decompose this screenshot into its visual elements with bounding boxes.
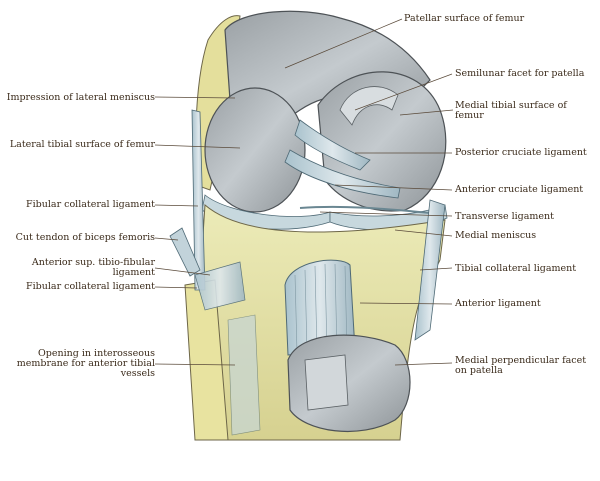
label-medial-tibial-surface-line2: femur [455, 110, 484, 121]
label-opening-interosseous-line3: vessels [120, 368, 155, 379]
label-impression-lateral-meniscus: Impression of lateral meniscus [6, 92, 155, 103]
label-medial-perp-facet-line2: on patella [455, 365, 503, 376]
label-posterior-cruciate: Posterior cruciate ligament [455, 147, 587, 158]
leader-lines [154, 18, 454, 366]
label-anterior-sup-tibiofibular-line2: ligament [112, 267, 155, 278]
anterior-cruciate-ligament [284, 149, 401, 199]
label-semilunar-facet: Semilunar facet for patella [455, 68, 585, 79]
label-anterior-ligament: Anterior ligament [455, 298, 541, 309]
interosseous-membrane [227, 314, 261, 436]
posterior-cruciate-ligament [294, 119, 371, 171]
label-fibular-collateral-1: Fibular collateral ligament [26, 199, 155, 210]
tibiofibular-ligament [194, 261, 246, 311]
ligament-fibres [294, 263, 348, 353]
label-medial-tibial-surface-line1: Medial tibial surface of [455, 100, 567, 111]
patella-facet [304, 354, 349, 411]
label-anterior-cruciate: Anterior cruciate ligament [455, 184, 584, 195]
lateral-condyle [204, 87, 306, 213]
label-medial-meniscus: Medial meniscus [455, 230, 537, 241]
label-lateral-tibial-surface: Lateral tibial surface of femur [9, 139, 155, 150]
tibial-collateral-ligament [414, 199, 446, 341]
label-tibial-collateral: Tibial collateral ligament [455, 263, 577, 274]
semilunar-facet [339, 86, 399, 126]
label-opening-interosseous-line2: membrane for anterior tibial [16, 358, 155, 369]
transverse-ligament [299, 205, 441, 215]
label-transverse: Transverse ligament [455, 211, 554, 222]
label-fibular-collateral-2: Fibular collateral ligament [26, 281, 155, 292]
patellar-ligament [284, 259, 356, 356]
label-medial-perp-facet-line1: Medial perpendicular facet [455, 355, 587, 366]
label-cut-tendon-biceps: Cut tendon of biceps femoris [15, 232, 155, 243]
label-anterior-sup-tibiofibular-line1: Anterior sup. tibio-fibular [31, 257, 155, 268]
label-patellar-surface: Patellar surface of femur [404, 13, 525, 24]
label-opening-interosseous-line1: Opening in interosseous [38, 348, 155, 359]
